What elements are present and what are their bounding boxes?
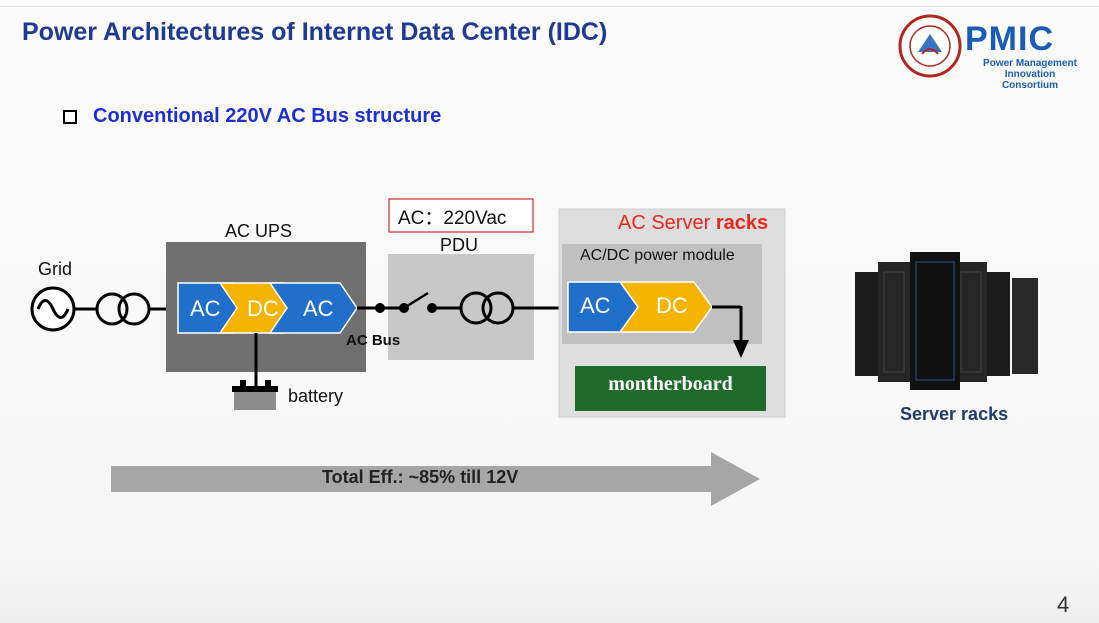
pmic-logo-text: PMIC xyxy=(965,20,1054,58)
ups-block-ac-out: AC xyxy=(303,296,334,321)
page-number: 4 xyxy=(1057,592,1070,617)
pdu-label: PDU xyxy=(440,235,479,255)
battery-terminal-icon xyxy=(232,386,278,392)
section-subtitle: Conventional 220V AC Bus structure xyxy=(93,105,442,127)
transformer-icon xyxy=(95,292,151,326)
battery-icon xyxy=(234,392,276,410)
server-racks-image xyxy=(855,252,1038,390)
efficiency-arrow xyxy=(111,452,760,506)
motherboard-box xyxy=(575,366,766,411)
ups-label: AC UPS xyxy=(225,221,293,241)
sine-wave-icon xyxy=(36,299,70,319)
power-module-label: AC/DC power module xyxy=(580,247,735,264)
ac-bus-label: AC Bus xyxy=(346,332,401,349)
grid-label: Grid xyxy=(38,259,73,279)
university-seal-logo xyxy=(898,14,962,78)
top-rule xyxy=(0,6,1099,7)
motherboard-label: montherboard xyxy=(608,373,733,395)
module-block-dc: DC xyxy=(656,293,688,318)
ups-block-ac-in: AC xyxy=(190,296,221,321)
racks-title-bold: racks xyxy=(715,212,769,234)
server-racks-caption: Server racks xyxy=(900,404,1009,424)
page-title: Power Architectures of Internet Data Cen… xyxy=(22,18,608,46)
logo-sub-line1: Power Management xyxy=(983,58,1077,69)
switch-icon xyxy=(403,291,429,310)
voltage-label: AC：220Vac xyxy=(398,208,507,229)
voltage-label-box xyxy=(388,198,534,233)
logo-sub-line2: Innovation Consortium xyxy=(1001,69,1059,91)
ups-block-dc: DC xyxy=(247,296,279,321)
pmic-logo-subtitle: Power Management Innovation Consortium xyxy=(980,58,1080,91)
battery-label: battery xyxy=(288,386,344,406)
ups-conversion-chain xyxy=(177,282,358,334)
server-racks-title: AC Server racks xyxy=(618,212,768,235)
module-block-ac: AC xyxy=(580,293,611,318)
bullet-square-icon xyxy=(63,110,77,124)
racks-title-prefix: AC Server xyxy=(618,212,716,234)
module-conversion-chain xyxy=(567,281,713,333)
arrow-down-icon xyxy=(733,340,749,358)
efficiency-label: Total Eff.: ~85% till 12V xyxy=(322,467,519,487)
